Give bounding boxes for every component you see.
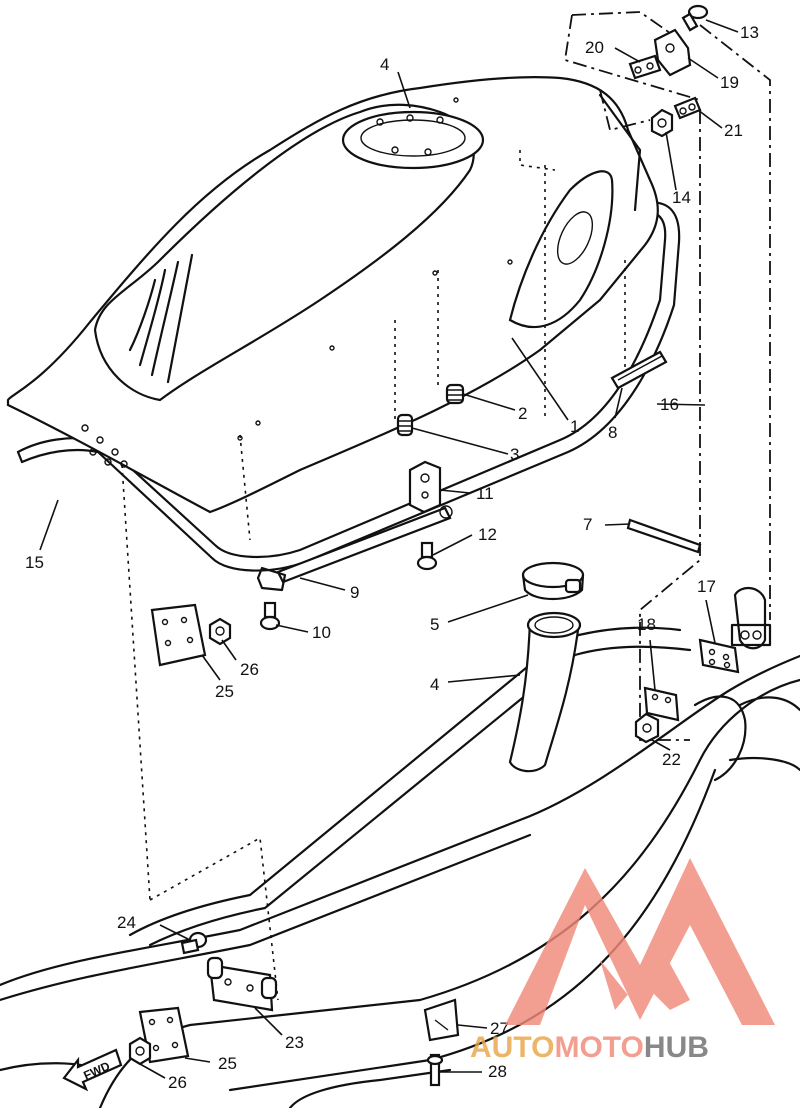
callout-24: 24 (117, 913, 136, 932)
callout-4-bottom: 4 (430, 675, 439, 694)
nut-part-22 (634, 712, 660, 744)
fwd-arrow-icon: FWD (62, 1048, 123, 1092)
hinge-part-17 (730, 587, 772, 650)
callout-numbers: 1 2 3 4 4 5 7 8 9 10 11 12 13 14 15 16 1… (25, 23, 759, 1092)
bolt-part-10 (259, 601, 281, 631)
callout-13: 13 (740, 23, 759, 42)
callout-25-lower: 25 (218, 1054, 237, 1073)
callout-21: 21 (724, 121, 743, 140)
callout-19: 19 (720, 73, 739, 92)
watermark-auto: AUTO (470, 1031, 554, 1064)
callout-22: 22 (662, 750, 681, 769)
callout-20: 20 (585, 38, 604, 57)
rubber-strip-part-8 (610, 350, 668, 390)
watermark-moto: MOTO (554, 1031, 643, 1064)
callout-25-upper: 25 (215, 682, 234, 701)
callout-28: 28 (488, 1062, 507, 1081)
callout-10: 10 (312, 623, 331, 642)
damper-part-3 (396, 413, 414, 437)
watermark-hub: HUB (644, 1031, 709, 1064)
damper-part-2 (445, 383, 465, 405)
callout-1: 1 (570, 417, 579, 436)
rivet-part-28 (426, 1053, 444, 1087)
washer-part-20 (628, 54, 662, 80)
nut-part-14 (650, 108, 674, 138)
callout-3: 3 (510, 445, 519, 464)
callout-7: 7 (583, 515, 592, 534)
callout-11: 11 (476, 484, 494, 503)
washer-part-21 (673, 96, 702, 120)
callout-27: 27 (490, 1019, 509, 1038)
automotohub-watermark: AUTOMOTOHUB (470, 858, 775, 1064)
nut-part-26-upper (208, 617, 232, 646)
callout-18: 18 (637, 615, 656, 634)
callout-26-upper: 26 (240, 660, 259, 679)
hinge-part-19 (653, 28, 692, 77)
callout-5: 5 (430, 615, 439, 634)
seat-assembly (6, 76, 659, 514)
bracket-part-27 (423, 998, 460, 1042)
plate-part-25-upper (150, 603, 207, 667)
plate-part-17 (698, 638, 740, 674)
callout-16: 16 (660, 395, 679, 414)
bolt-part-24 (180, 931, 208, 955)
stay-rod-part-9 (256, 505, 453, 592)
hose-clamp-part-5 (521, 561, 585, 600)
watermark-logo-icon (505, 858, 775, 1025)
callout-4-top: 4 (380, 55, 389, 74)
callout-2: 2 (518, 404, 527, 423)
callout-12: 12 (478, 525, 497, 544)
leader-lines (39, 19, 739, 1079)
callout-15: 15 (25, 553, 44, 572)
strip-part-7 (626, 518, 702, 554)
svg-text:AUTOMOTOHUB: AUTOMOTOHUB (470, 1031, 709, 1064)
bracket-part-11 (408, 460, 442, 514)
callout-8: 8 (608, 423, 617, 442)
callout-9: 9 (350, 583, 359, 602)
callout-23: 23 (285, 1033, 304, 1052)
hinge-part-23 (206, 956, 278, 1012)
nut-part-26-lower (128, 1036, 152, 1066)
callout-17: 17 (697, 577, 716, 596)
callout-14: 14 (672, 188, 691, 207)
duct-part-4 (508, 611, 582, 773)
callout-26-lower: 26 (168, 1073, 187, 1092)
plate-part-18 (643, 686, 680, 722)
screw-part-13 (681, 4, 709, 32)
bolt-part-12 (416, 541, 438, 571)
assembly-lines (121, 11, 771, 1001)
